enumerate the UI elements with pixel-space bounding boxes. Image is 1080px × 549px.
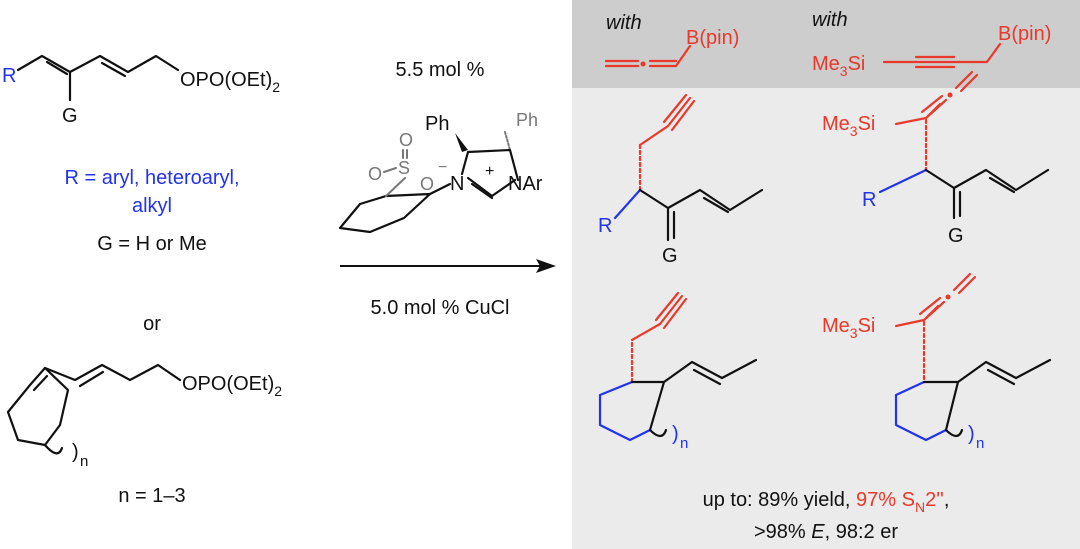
nhc-catalyst-structure: Ph Ph N + NAr O O S O −: [338, 110, 543, 234]
svg-text:O: O: [399, 130, 413, 150]
product-allene-cyclic: Me3Si ) n: [822, 272, 1052, 452]
svg-text:R: R: [862, 189, 876, 211]
svg-text:Me3Si: Me3Si: [822, 315, 875, 341]
svg-text:NAr: NAr: [508, 173, 543, 195]
product-alkyne-acyclic: R G: [598, 93, 764, 267]
svg-text:with: with: [606, 12, 642, 34]
svg-text:−: −: [438, 159, 447, 176]
product-allene-acyclic: Me3Si R G: [822, 70, 1050, 247]
n-subscript: n: [80, 453, 88, 470]
svg-text:O: O: [420, 174, 434, 194]
leaving-group-label-2: OPO(OEt)2: [182, 373, 282, 399]
svg-text:with: with: [812, 9, 848, 31]
svg-text:R: R: [598, 215, 612, 237]
svg-text:B(pin): B(pin): [998, 23, 1051, 45]
leaving-group-label: OPO(OEt)2: [180, 69, 280, 95]
g-definition: G = H or Me: [97, 233, 206, 255]
r-definition-2: alkyl: [132, 195, 172, 217]
substrate-2: ) n OPO(OEt)2: [6, 363, 282, 470]
cucl-loading: 5.0 mol % CuCl: [371, 297, 510, 319]
svg-text:B(pin): B(pin): [686, 27, 739, 49]
reagent-propargyl-bpin: with Me3Si B(pin): [812, 9, 1051, 79]
n-definition: n = 1–3: [118, 485, 185, 507]
reagent-allenyl-bpin: with B(pin): [604, 12, 739, 68]
or-label: or: [143, 313, 161, 335]
svg-text:N: N: [450, 173, 464, 195]
substrate-1: R G OPO(OEt)2: [2, 54, 280, 127]
products-panel: [572, 0, 1080, 549]
svg-text:Me3Si: Me3Si: [812, 53, 865, 79]
svg-text:+: +: [485, 163, 494, 180]
g-label: G: [62, 105, 78, 127]
svg-text:): ): [968, 423, 975, 445]
svg-text:): ): [72, 441, 79, 463]
product-alkyne-cyclic: ) n: [598, 291, 758, 452]
svg-text:S: S: [398, 158, 410, 178]
svg-text:n: n: [680, 435, 688, 452]
svg-text:): ): [672, 423, 679, 445]
svg-text:Ph: Ph: [425, 113, 449, 135]
catalyst-loading: 5.5 mol %: [396, 59, 485, 81]
summary-line-2: >98% E, 98:2 er: [754, 521, 898, 543]
svg-text:n: n: [976, 435, 984, 452]
summary-line-1: up to: 89% yield, 97% SN2'',: [703, 489, 950, 515]
svg-text:Me3Si: Me3Si: [822, 113, 875, 139]
r-label: R: [2, 65, 16, 87]
reagents-header: [572, 0, 1080, 88]
svg-text:O: O: [368, 164, 382, 184]
svg-text:Ph: Ph: [516, 110, 538, 130]
svg-text:G: G: [948, 225, 964, 247]
svg-text:G: G: [662, 245, 678, 267]
r-definition: R = aryl, heteroaryl,: [64, 167, 239, 189]
